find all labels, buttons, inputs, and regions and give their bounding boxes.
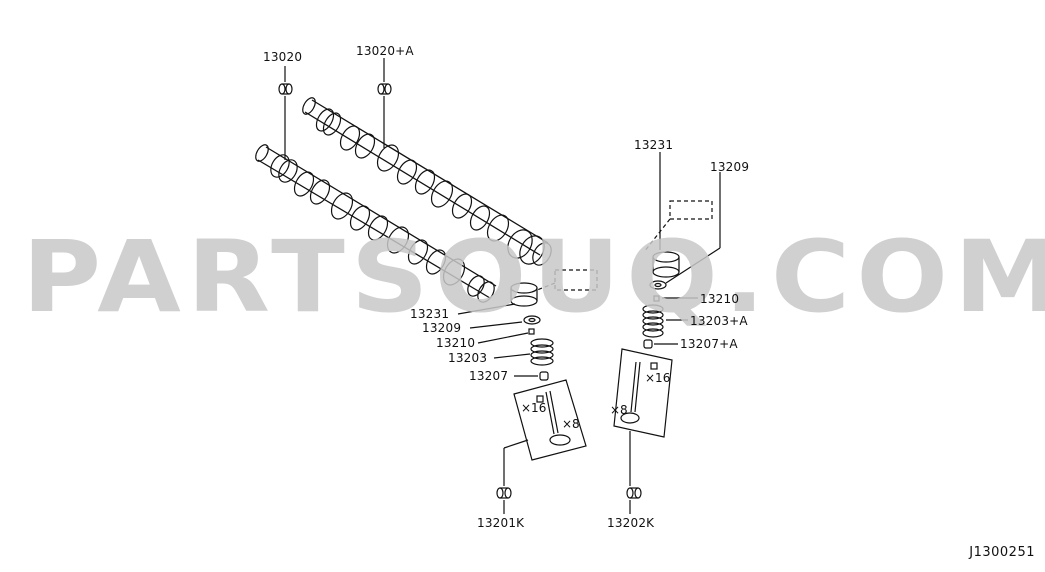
part-label-13209-left[interactable]: 13209: [422, 321, 462, 335]
quantity-right-x16: ×16: [645, 371, 671, 385]
valve-keeper-small-left: [536, 395, 544, 403]
valve-spring-right[interactable]: [642, 304, 664, 338]
part-label-13202k[interactable]: 13202K: [607, 516, 655, 530]
valve-group-left: [513, 379, 587, 461]
reference-box: [554, 269, 598, 291]
valve-lifter-right[interactable]: [652, 251, 680, 278]
valve-spring-left[interactable]: [530, 338, 554, 366]
valve-keeper-small-right: [650, 362, 658, 370]
part-label-13203[interactable]: 13203: [448, 351, 488, 365]
camshaft-intake[interactable]: [300, 96, 555, 269]
bushing-icon: [377, 83, 392, 95]
bushing-icon: [278, 83, 293, 95]
diagram-code: J1300251: [969, 545, 1035, 560]
valve-lifter-left[interactable]: [510, 282, 538, 307]
part-label-13020a[interactable]: 13020+A: [356, 44, 414, 58]
part-label-13203a[interactable]: 13203+A: [690, 314, 748, 328]
part-label-13209-right[interactable]: 13209: [710, 160, 750, 174]
quantity-right-x8: ×8: [610, 403, 628, 417]
valve-seal-left[interactable]: [539, 371, 549, 381]
camshaft-exhaust[interactable]: [253, 143, 497, 305]
shim-left[interactable]: [523, 315, 541, 325]
part-label-13207a[interactable]: 13207+A: [680, 337, 738, 351]
part-label-13207[interactable]: 13207: [469, 369, 509, 383]
valve-keeper-left[interactable]: [528, 328, 535, 335]
part-label-13020[interactable]: 13020: [263, 50, 303, 64]
quantity-left-x16: ×16: [521, 401, 547, 415]
valve-right[interactable]: [620, 361, 641, 424]
watermark: PARTSOUQ.COM: [22, 220, 1045, 336]
shim-right[interactable]: [649, 280, 667, 290]
quantity-left-x8: ×8: [562, 417, 580, 431]
part-label-13210-right[interactable]: 13210: [700, 292, 740, 306]
bushing-icon: [496, 487, 512, 499]
part-label-13231-left[interactable]: 13231: [410, 307, 450, 321]
bushing-icon: [626, 487, 642, 499]
part-label-13210-left[interactable]: 13210: [436, 336, 476, 350]
valve-seal-right[interactable]: [643, 339, 653, 349]
reference-box: [669, 200, 713, 220]
valve-left[interactable]: [545, 390, 571, 446]
part-label-13231-right[interactable]: 13231: [634, 138, 674, 152]
part-label-13201k[interactable]: 13201K: [477, 516, 525, 530]
valve-keeper-right[interactable]: [653, 295, 660, 302]
valve-group-right: [613, 348, 673, 438]
